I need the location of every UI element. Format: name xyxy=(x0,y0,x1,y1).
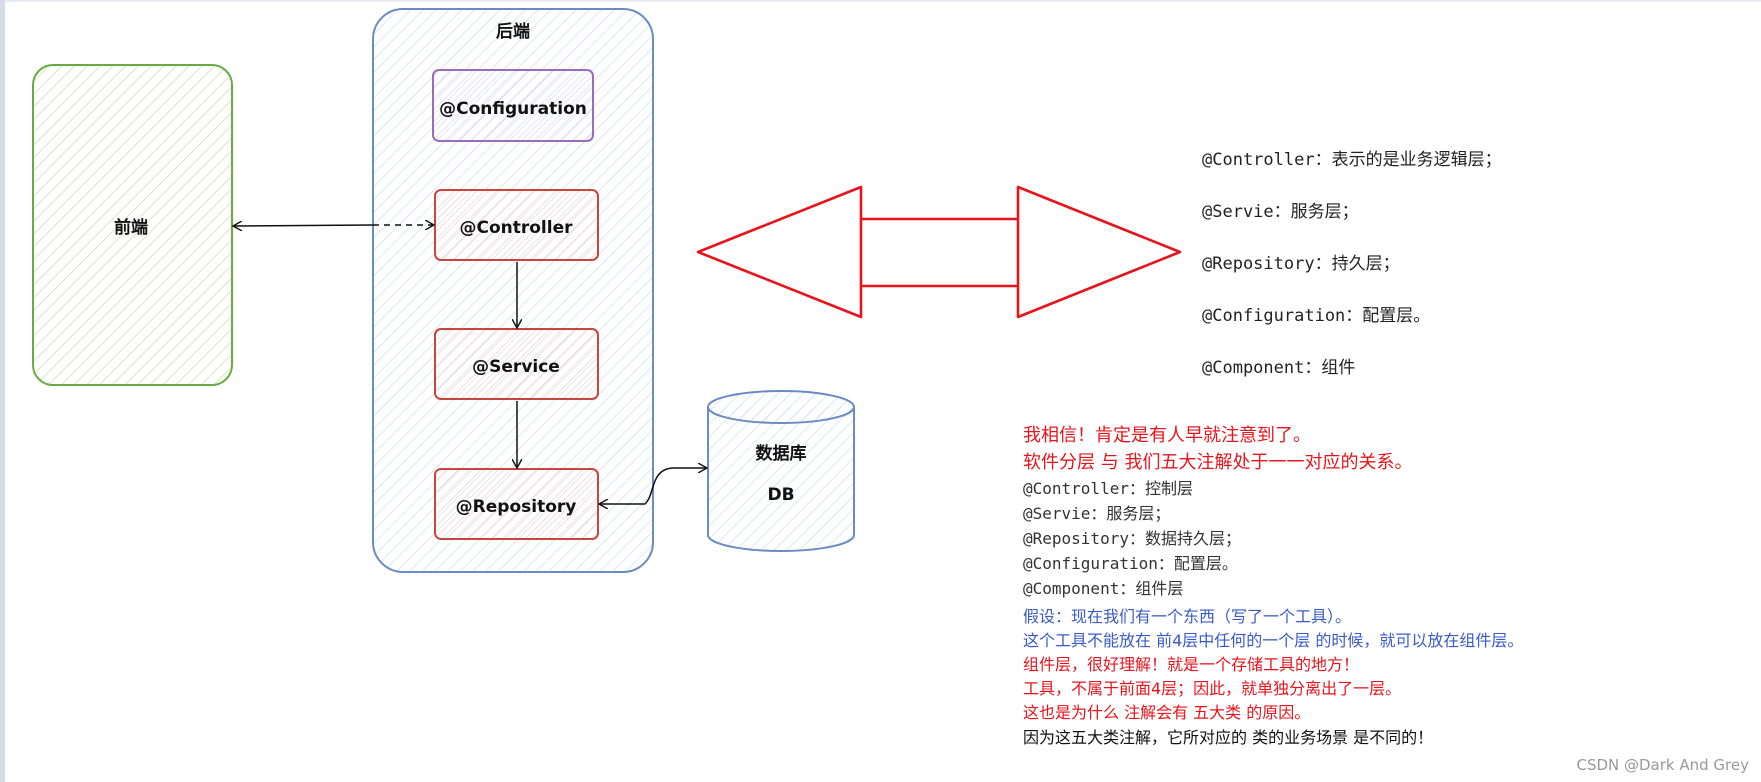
explanation-text-block: 我相信！肯定是有人早就注意到了。 软件分层 与 我们五大注解处于一一对应的关系。… xyxy=(1023,422,1723,751)
explanation-mono-line-4: @Configuration：配置层。 xyxy=(1023,554,1238,573)
frontend-controller-arrow xyxy=(234,225,433,226)
explanation-blue-line-2: 这个工具不能放在 前4层中任何的一个层 的时候，就可以放在组件层。 xyxy=(1023,631,1524,650)
csdn-watermark: CSDN @Dark And Grey xyxy=(1576,756,1749,774)
database-sub-label: DB xyxy=(767,485,794,505)
database-cylinder: 数据库 DB xyxy=(707,390,855,552)
explanation-red-small-line-3: 这也是为什么 注解会有 五大类 的原因。 xyxy=(1023,703,1311,722)
repository-label: @Repository xyxy=(456,497,577,517)
annotation-side-notes: @Controller：表示的是业务逻辑层； @Servie：服务层； @Rep… xyxy=(1202,150,1682,410)
explanation-mono-line-3: @Repository：数据持久层； xyxy=(1023,529,1241,548)
explanation-red-line-2: 软件分层 与 我们五大注解处于一一对应的关系。 xyxy=(1023,452,1413,473)
explanation-mono-line-2: @Servie：服务层； xyxy=(1023,504,1171,523)
database-label: 数据库 xyxy=(756,443,807,464)
explanation-mono-line-5: @Component：组件层 xyxy=(1023,579,1184,598)
side-note-service: @Servie：服务层； xyxy=(1202,202,1359,222)
configuration-box: @Configuration xyxy=(432,69,594,142)
backend-container: 后端 xyxy=(372,8,654,573)
side-note-component: @Component：组件 xyxy=(1202,358,1356,378)
explanation-black-line: 因为这五大类注解，它所对应的 类的业务场景 是不同的！ xyxy=(1023,728,1434,747)
controller-box: @Controller xyxy=(434,189,599,261)
explanation-red-small-line-1: 组件层，很好理解！就是一个存储工具的地方！ xyxy=(1023,655,1360,674)
frontend-label: 前端 xyxy=(114,217,148,238)
side-note-controller: @Controller：表示的是业务逻辑层； xyxy=(1202,150,1502,170)
side-note-configuration: @Configuration：配置层。 xyxy=(1202,306,1431,326)
explanation-red-small-line-2: 工具，不属于前面4层；因此，就单独分离出了一层。 xyxy=(1023,679,1402,698)
repository-database-arrow xyxy=(600,468,706,504)
service-box: @Service xyxy=(434,328,599,400)
side-note-repository: @Repository：持久层； xyxy=(1202,254,1400,274)
top-divider xyxy=(0,0,1761,2)
frontend-box: 前端 xyxy=(32,64,233,386)
configuration-label: @Configuration xyxy=(439,99,587,119)
explanation-mono-line-1: @Controller：控制层 xyxy=(1023,479,1193,498)
red-double-arrow xyxy=(696,185,1182,319)
left-edge-strip xyxy=(0,0,5,782)
repository-box: @Repository xyxy=(434,468,599,540)
controller-label: @Controller xyxy=(459,218,573,238)
backend-label: 后端 xyxy=(496,21,530,42)
service-label: @Service xyxy=(472,357,560,377)
explanation-red-line-1: 我相信！肯定是有人早就注意到了。 xyxy=(1023,425,1311,446)
explanation-blue-line-1: 假设：现在我们有一个东西（写了一个工具）。 xyxy=(1023,607,1352,626)
